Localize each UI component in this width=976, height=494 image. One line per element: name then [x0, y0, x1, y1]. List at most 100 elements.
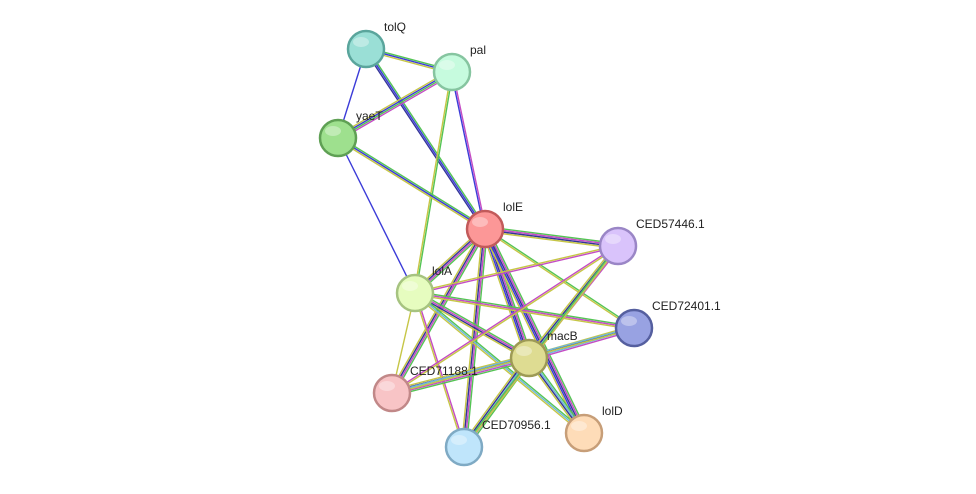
node-CED57446.1[interactable]: CED57446.1 [598, 217, 705, 266]
node-lolE[interactable]: lolE [465, 200, 523, 249]
node-label: pal [470, 43, 486, 57]
edge-line [482, 229, 529, 359]
node-circle[interactable] [346, 29, 386, 69]
node-circle[interactable] [432, 52, 472, 92]
node-label: CED70956.1 [482, 418, 551, 432]
node-highlight [353, 37, 369, 47]
edge-line [481, 229, 527, 360]
edge-line [391, 354, 529, 391]
edge-line [415, 72, 454, 294]
edge-line [485, 227, 619, 246]
node-label: CED57446.1 [636, 217, 705, 231]
edge-layer [336, 46, 635, 450]
node-highlight [621, 316, 637, 326]
edge-line [415, 292, 466, 447]
edge-line [338, 136, 487, 229]
edge-line [389, 227, 484, 393]
node-label: lolA [432, 264, 452, 278]
edge-line [337, 137, 416, 294]
edge-line [415, 246, 619, 295]
edge-line [482, 229, 584, 435]
node-highlight [439, 60, 455, 70]
edge-line [392, 246, 619, 395]
edge-pal-lolE [450, 71, 487, 230]
edge-lolE-CED57446.1 [484, 225, 619, 250]
node-highlight [571, 421, 587, 431]
edge-yaeT-lolE [336, 136, 487, 231]
node-label: yaeT [356, 109, 383, 123]
edge-line [365, 48, 486, 230]
node-circle[interactable] [614, 308, 654, 348]
edge-line [338, 73, 454, 141]
edge-line [462, 228, 485, 447]
edge-line [392, 360, 530, 397]
node-label: macB [547, 329, 578, 343]
edge-line [415, 290, 635, 328]
edge-line [450, 72, 485, 230]
edge-lolA-CED70956.1 [413, 292, 466, 448]
node-CED72401.1[interactable]: CED72401.1 [614, 299, 721, 348]
edge-line [414, 244, 618, 293]
edge-line [414, 293, 634, 331]
node-yaeT[interactable]: yaeT [318, 109, 383, 158]
node-circle[interactable] [598, 226, 638, 266]
edge-line [414, 292, 635, 329]
edge-line [481, 230, 582, 435]
edge-line [336, 69, 452, 137]
edge-line [336, 138, 485, 231]
edge-line [452, 71, 487, 229]
node-highlight [451, 435, 467, 445]
node-CED71188.1[interactable]: CED71188.1 [372, 364, 478, 413]
edge-line [526, 244, 617, 357]
edge-line [484, 230, 618, 250]
node-label: CED71188.1 [410, 364, 478, 378]
edge-lolE-lolD [481, 227, 588, 435]
edge-line [484, 228, 585, 434]
node-label: tolQ [384, 20, 406, 34]
edge-line [364, 49, 485, 231]
node-highlight [325, 126, 341, 136]
node-lolD[interactable]: lolD [564, 404, 623, 453]
node-lolA[interactable]: lolA [395, 264, 452, 313]
edge-lolA-CED72401.1 [414, 290, 635, 331]
edge-line [487, 227, 588, 432]
node-highlight [516, 346, 532, 356]
edge-line [338, 72, 453, 140]
edge-CED57446.1-lolA [414, 244, 619, 295]
node-label: lolE [503, 200, 523, 214]
node-highlight [472, 217, 488, 227]
edge-line [484, 229, 618, 248]
node-circle[interactable] [318, 118, 358, 158]
edge-line [415, 290, 531, 357]
node-pal[interactable]: pal [432, 43, 486, 92]
node-circle[interactable] [395, 273, 435, 313]
node-circle[interactable] [465, 209, 505, 249]
edge-lolE-CED72401.1 [484, 227, 635, 330]
node-highlight [605, 234, 621, 244]
edge-line [391, 244, 618, 393]
edge-line [484, 229, 634, 330]
edge-line [485, 227, 635, 328]
edge-CED71188.1-CED57446.1 [391, 244, 619, 395]
edge-yaeT-lolA [337, 137, 416, 294]
edge-line [414, 293, 529, 360]
node-tolQ[interactable]: tolQ [346, 20, 406, 69]
edge-line [413, 293, 464, 448]
node-highlight [402, 281, 418, 291]
edge-line [485, 227, 587, 433]
node-circle[interactable] [444, 427, 484, 467]
edge-line [337, 137, 486, 230]
edge-line [413, 71, 452, 293]
node-macB[interactable]: macB [509, 329, 578, 378]
node-label: CED72401.1 [652, 299, 721, 313]
node-highlight [379, 381, 395, 391]
edge-tolQ-lolE [364, 47, 487, 231]
node-circle[interactable] [372, 373, 412, 413]
edge-pal-lolA [413, 71, 454, 294]
node-circle[interactable] [564, 413, 604, 453]
node-layer: tolQ pal yaeT lolE CED57446.1 lolA CED72401.1 m… [318, 20, 721, 467]
node-CED70956.1[interactable]: CED70956.1 [444, 418, 551, 467]
node-circle[interactable] [509, 338, 549, 378]
edge-line [337, 70, 452, 138]
